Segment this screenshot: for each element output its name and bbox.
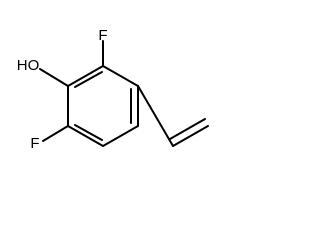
hydroxyl-label: HO xyxy=(17,57,40,74)
ring-inner-bond-upper xyxy=(74,71,103,88)
bond-to-fluorine-bottom xyxy=(42,125,69,142)
ring-inner-bond-lower xyxy=(74,124,103,141)
fluorine-label-bottom: F xyxy=(30,135,39,152)
ring-bond-c1-c2 xyxy=(67,65,104,87)
ring-bond-c2-c3 xyxy=(102,65,139,87)
bond-to-vinyl xyxy=(137,85,174,147)
molecule-diagram: F HO F xyxy=(17,27,209,152)
ring-bond-c5-c6 xyxy=(67,125,104,147)
bond-to-hydroxyl xyxy=(39,68,69,87)
structure-canvas: F HO F xyxy=(17,27,209,152)
fluorine-label-top: F xyxy=(98,27,107,44)
vinyl-double-bond-outer xyxy=(172,125,209,147)
vinyl-double-bond-inner xyxy=(169,118,206,140)
ring-bond-c4-c5 xyxy=(102,125,139,147)
